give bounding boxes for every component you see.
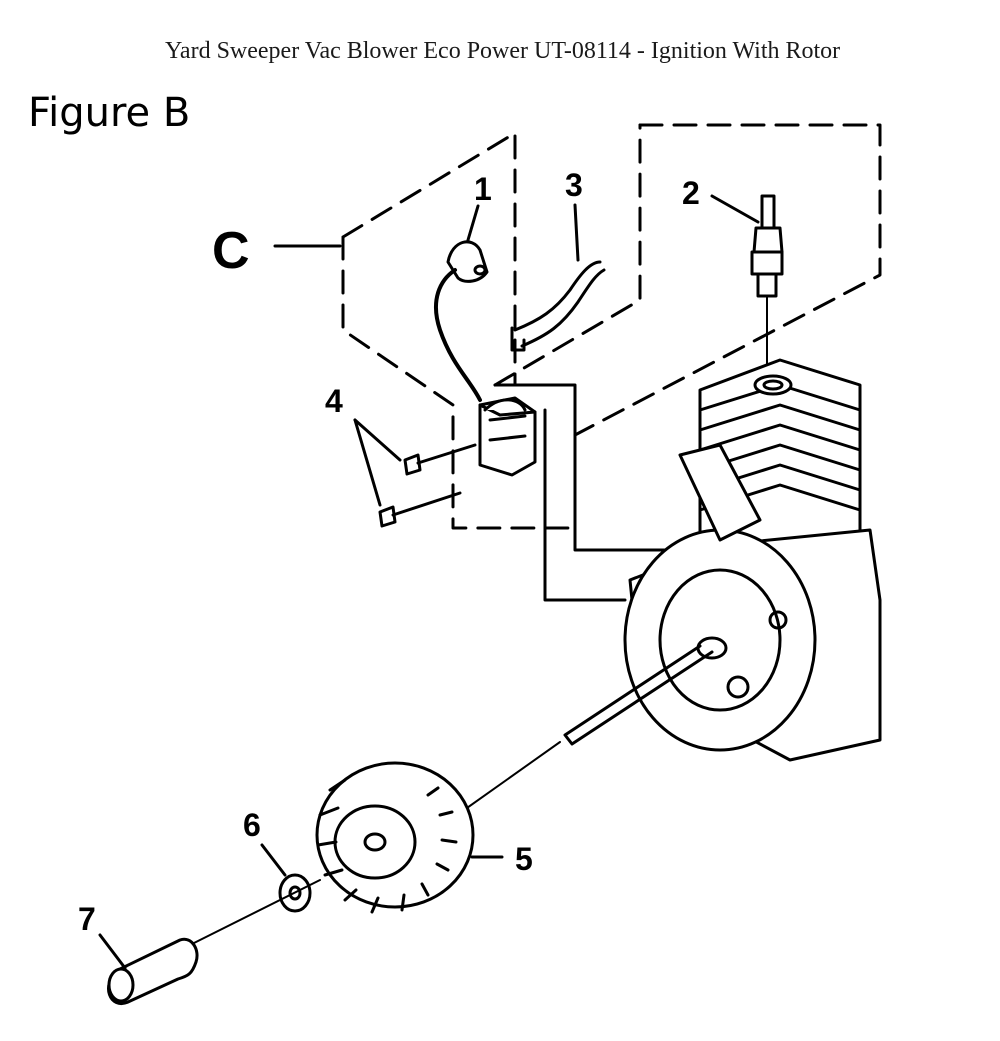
callout-3: 3	[565, 167, 583, 203]
callout-3-leader	[573, 203, 580, 262]
part-5-flywheel	[315, 761, 475, 914]
ignition-coil	[478, 396, 537, 477]
callout-6-leader	[260, 843, 287, 877]
part-3-ground-strip	[510, 260, 606, 352]
routing-frame-lines	[493, 383, 692, 602]
part-1-plug-cap	[434, 240, 489, 402]
callout-2: 2	[682, 175, 700, 211]
page-title: Yard Sweeper Vac Blower Eco Power UT-081…	[165, 38, 841, 64]
part-7-nut	[107, 937, 199, 1005]
callout-c: C	[212, 222, 250, 280]
figure-label: Figure B	[28, 90, 191, 136]
part3-dashed-bracket	[493, 123, 642, 387]
part2-dashed-bracket	[573, 123, 882, 437]
callout-2-leader	[710, 194, 760, 224]
part-4-bolts	[353, 418, 477, 528]
group-c-dashed-box	[341, 131, 577, 530]
part-2-spark-plug	[750, 194, 784, 381]
callout-7-leader	[98, 933, 127, 970]
callout-6: 6	[243, 807, 261, 843]
assembly-axis-line	[189, 879, 321, 946]
callout-7: 7	[78, 901, 96, 937]
callout-4: 4	[325, 383, 343, 419]
callout-1-leader	[466, 204, 480, 242]
callout-1: 1	[474, 171, 492, 207]
callout-5: 5	[515, 841, 533, 877]
